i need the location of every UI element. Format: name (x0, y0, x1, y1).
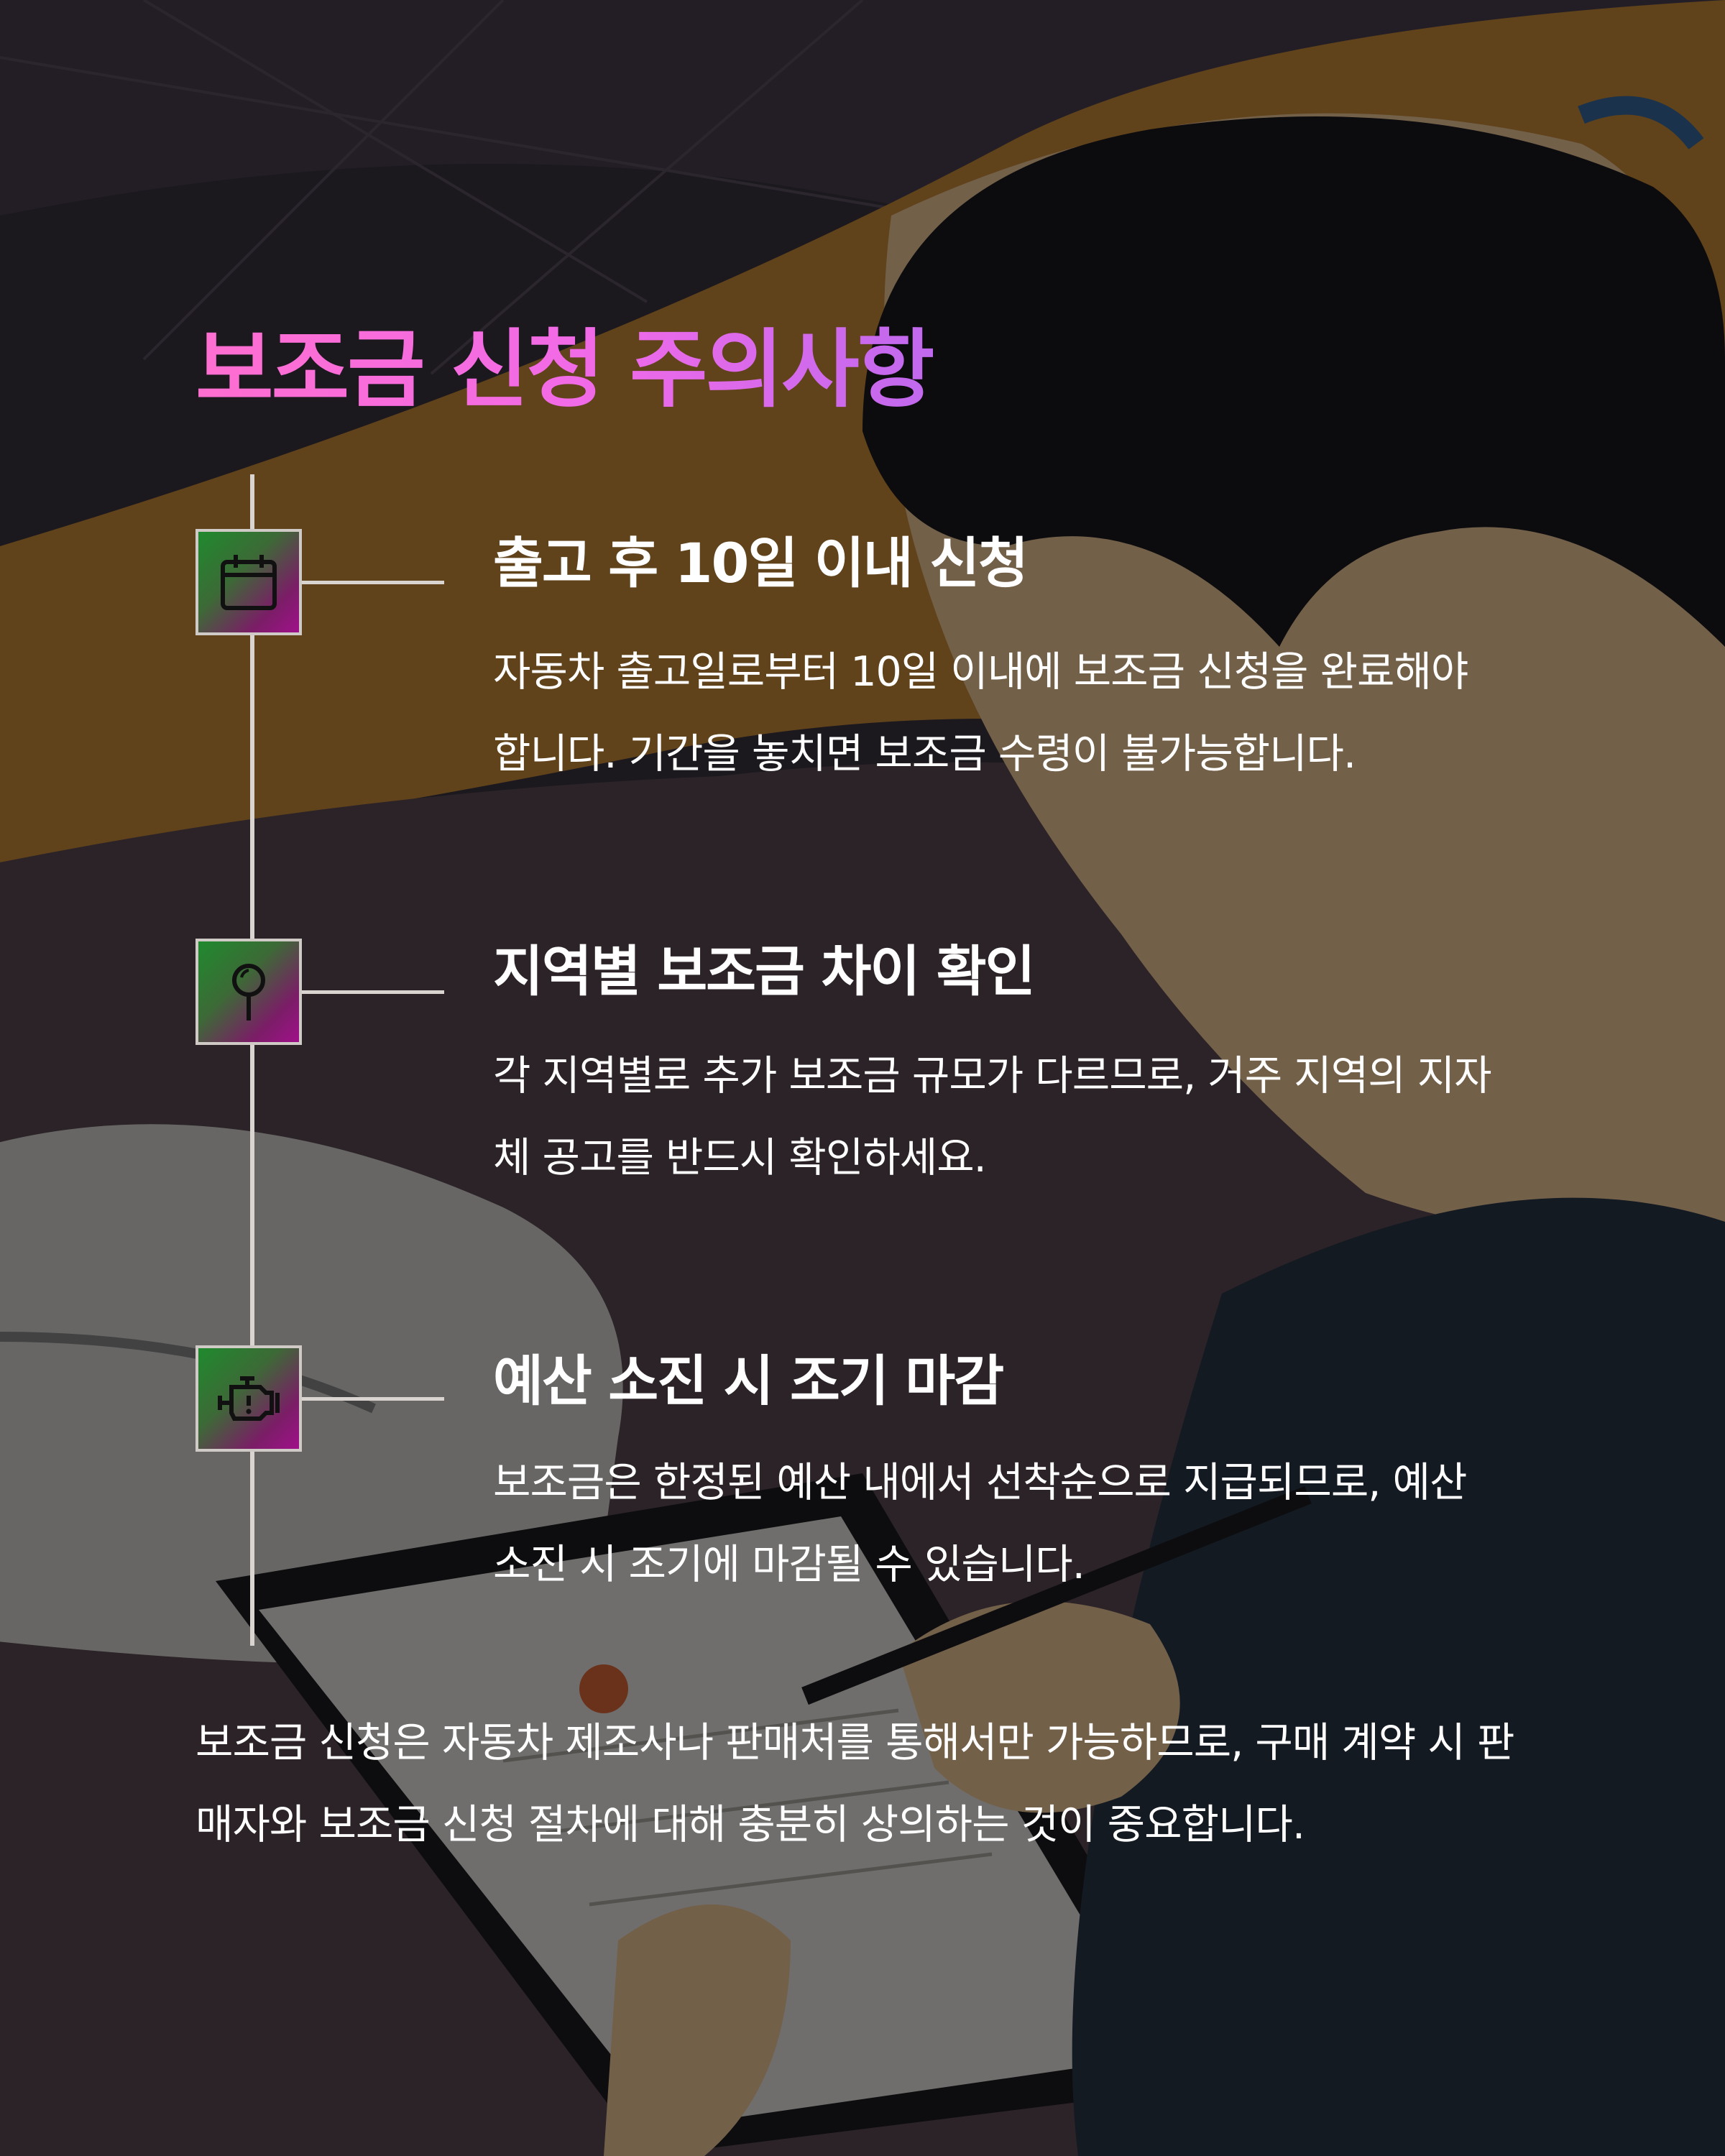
timeline-connector-1 (302, 581, 444, 584)
timeline-node-1 (196, 529, 302, 635)
timeline-connector-2 (302, 990, 444, 994)
item-title-1: 출고 후 10일 이내 신청 (493, 531, 1029, 595)
map-pin-icon (232, 964, 265, 1021)
timeline-node-2 (196, 939, 302, 1045)
item-description-2: 각 지역별로 추가 보조금 규모가 다르므로, 거주 지역의 지자체 공고를 반… (493, 1052, 1492, 1181)
item-title-3: 예산 소진 시 조기 마감 (493, 1349, 1004, 1413)
calendar-icon (221, 555, 277, 610)
footer-note: 보조금 신청은 자동차 제조사나 판매처를 통해서만 가능하므로, 구매 계약 … (196, 1719, 1514, 1848)
engine-icon (218, 1376, 280, 1421)
timeline-connector-3 (302, 1397, 444, 1401)
item-title-2: 지역별 보조금 차이 확인 (493, 939, 1036, 1003)
timeline-line (250, 474, 254, 1646)
page-title: 보조금 신청 주의사항 (196, 300, 935, 423)
item-description-3: 보조금은 한정된 예산 내에서 선착순으로 지급되므로, 예산 소진 시 조기에… (493, 1459, 1467, 1588)
timeline-node-3 (196, 1345, 302, 1452)
item-description-1: 자동차 출고일로부터 10일 이내에 보조금 신청을 완료해야 합니다. 기간을… (493, 648, 1468, 778)
